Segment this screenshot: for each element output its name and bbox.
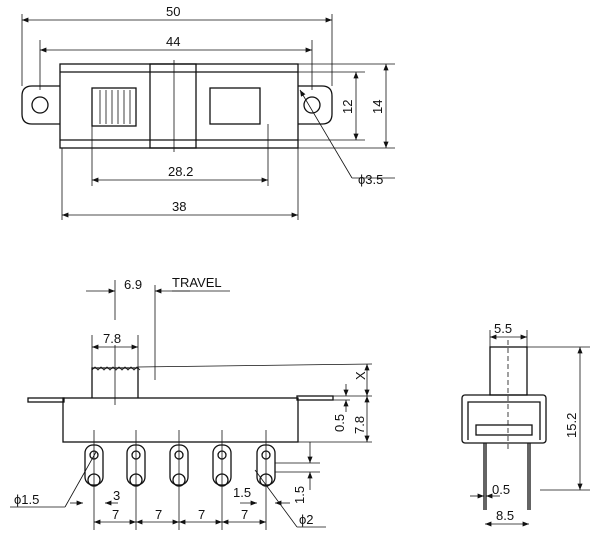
- dim-hole-diameter: ϕ3.5: [358, 172, 383, 187]
- actuator-knob: [91, 87, 137, 127]
- dim-lug-hole: ϕ2: [299, 512, 314, 527]
- dim-actuator-width: 5.5: [494, 321, 512, 336]
- dim-actuator-window: 28.2: [168, 164, 193, 179]
- dim-pin-spacing: 8.5: [496, 508, 514, 523]
- terminal-1: [84, 430, 104, 530]
- dim-hole-spacing: 44: [166, 34, 180, 49]
- actuator: [489, 346, 528, 396]
- dim-travel: 6.9: [124, 277, 142, 292]
- slider: [149, 63, 197, 149]
- terminal-2: [126, 430, 146, 530]
- dim-pitch-1: 7: [112, 507, 119, 522]
- dim-plate-thickness: 0.5: [332, 414, 347, 432]
- left-flange: [21, 85, 60, 125]
- dim-body-length: 38: [172, 199, 186, 214]
- mount-hole-right: [303, 96, 321, 114]
- terminal-3: [169, 430, 189, 530]
- pins: [483, 443, 531, 510]
- dim-body-height: 7.8: [352, 416, 367, 434]
- dim-lug-vertical: 1.5: [292, 486, 307, 504]
- dim-overall-length: 50: [166, 4, 180, 19]
- travel-label: TRAVEL: [172, 275, 222, 290]
- dim-pin-hole: ϕ1.5: [14, 492, 39, 507]
- terminal-5: [256, 430, 276, 530]
- body-outline: [461, 394, 547, 444]
- dim-pin-thickness: 0.5: [492, 482, 510, 497]
- dim-total-height: 15.2: [564, 413, 579, 438]
- dim-pin-offset: 3: [113, 488, 120, 503]
- body-outline: [59, 63, 299, 149]
- terminal-4: [212, 430, 232, 530]
- end-view: 5.5 15.2 0.5 8.5: [461, 321, 590, 527]
- top-view: 50 44 12 14 28.2 38 ϕ3.5: [21, 4, 395, 220]
- body-outline: [62, 397, 299, 443]
- terminals: [84, 430, 276, 530]
- mount-hole-left: [31, 96, 49, 114]
- dim-pitch-2: 7: [155, 507, 162, 522]
- dim-overall-height: 14: [370, 100, 385, 114]
- dim-inner-height: 12: [340, 100, 355, 114]
- dim-actuator-width: 7.8: [103, 331, 121, 346]
- dim-actuator-height: X: [353, 371, 368, 380]
- dim-pitch-4: 7: [241, 507, 248, 522]
- dim-lug-width: 1.5: [233, 485, 251, 500]
- dim-pitch-3: 7: [198, 507, 205, 522]
- right-flange: [298, 85, 333, 125]
- side-view: 6.9 TRAVEL 7.8 X 7.8 0.5 7 7 7 7: [10, 275, 373, 530]
